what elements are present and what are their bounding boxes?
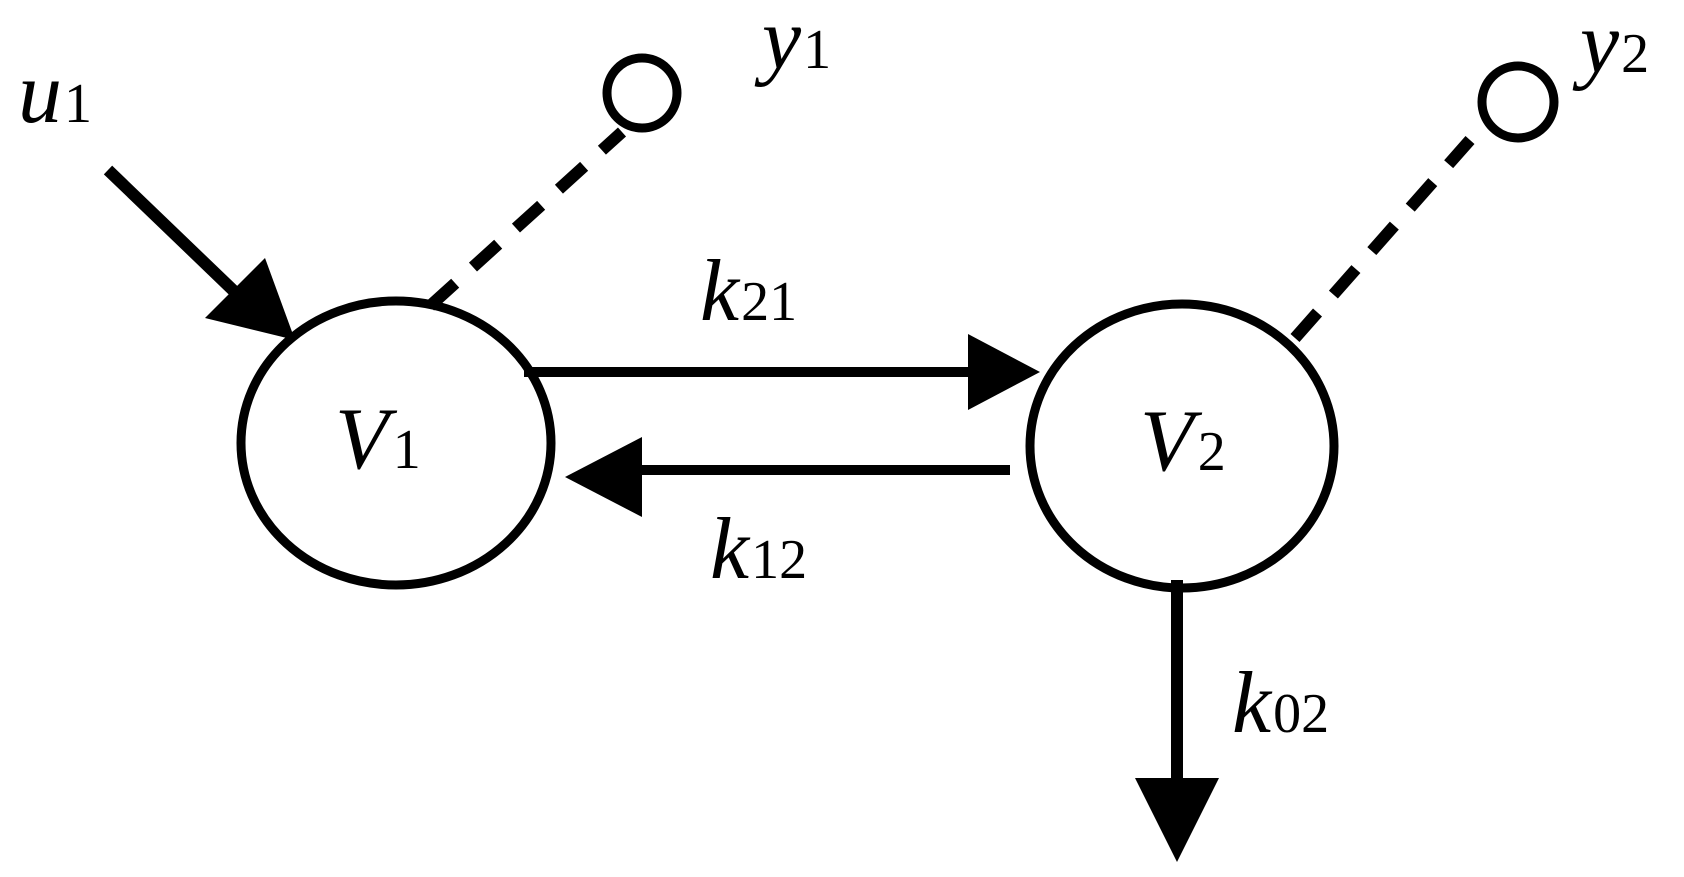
input-arrow-shaft [103,165,243,300]
input-label: u1 [18,45,92,142]
observation-y1-dashed-line [425,127,627,311]
rate-k02-arrowhead [1135,778,1219,862]
rate-k02-label: k02 [1232,655,1329,752]
observation-y2-marker [1477,61,1559,143]
rate-k12-label: k12 [710,501,807,598]
observation-y1-marker [602,53,682,133]
compartment-v1-circle [236,296,556,590]
rate-k12-arrowhead [565,437,642,517]
compartment-v1-label: V1 [335,391,421,488]
compartment-v2-label: V2 [1140,393,1226,490]
rate-k21-arrowhead [968,334,1040,410]
observation-y1-label: y1 [754,0,831,88]
input-arrowhead [205,258,295,340]
observation-y2-label: y2 [1572,0,1649,92]
observation-y2-dashed-line [1290,136,1475,342]
rate-k21-label: k21 [700,243,797,340]
